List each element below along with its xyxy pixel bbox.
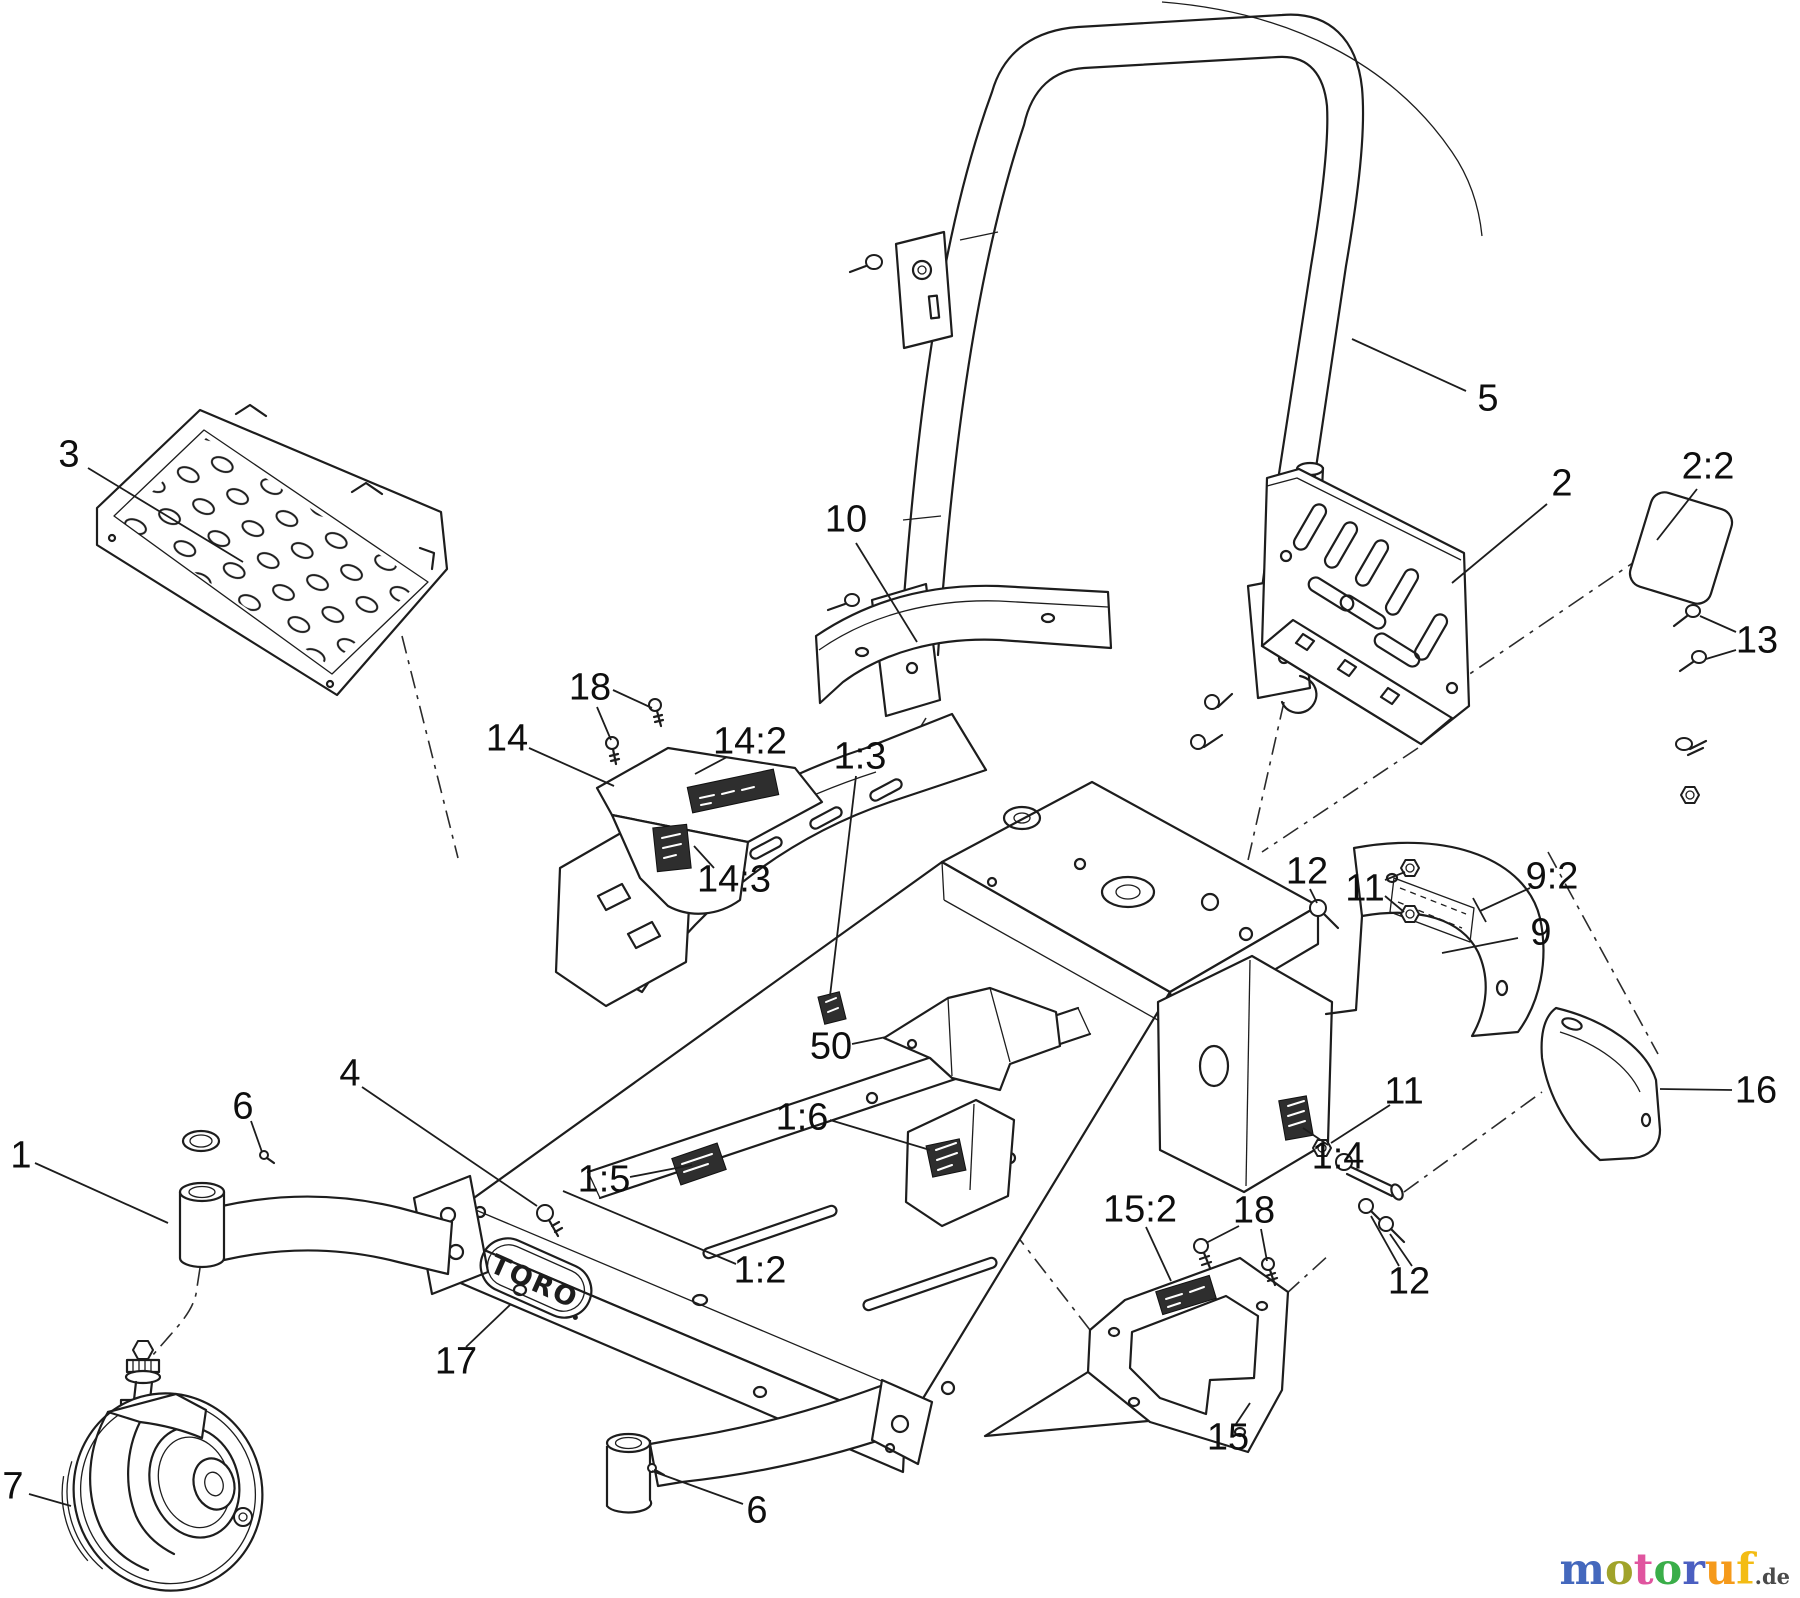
watermark-letter: u	[1704, 1545, 1737, 1595]
callout-label: 6	[232, 1085, 254, 1128]
part-heat-shield	[1260, 467, 1471, 746]
watermark-letter: m	[1559, 1545, 1605, 1595]
callout-label: 17	[434, 1340, 478, 1383]
callout-label: 16	[1734, 1069, 1778, 1112]
callout-label: 7	[2, 1465, 24, 1508]
callout-label: 14:3	[697, 858, 771, 901]
callout-label: 2	[1551, 462, 1573, 505]
watermark-letter: o	[1604, 1545, 1634, 1595]
watermark-letter: r	[1682, 1545, 1705, 1595]
watermark-letter: o	[1653, 1545, 1683, 1595]
callout-label: 15	[1206, 1416, 1250, 1459]
phantom-lines	[151, 555, 1659, 1357]
callout-label: 14:2	[713, 720, 787, 763]
part-caster-wheel	[61, 1340, 264, 1592]
part-caster-arm	[178, 1129, 454, 1276]
callout-label: 3	[58, 433, 80, 476]
callout-label: 6	[746, 1489, 768, 1532]
callout-label: 13	[1735, 619, 1779, 662]
callout-label: 4	[339, 1052, 361, 1095]
callout-label: 5	[1477, 377, 1499, 420]
callout-label: 18	[568, 666, 612, 709]
watermark-letter: f	[1736, 1545, 1755, 1595]
motoruf-watermark-logo: motoruf.de	[1559, 1549, 1790, 1592]
callout-label: 18	[1232, 1189, 1276, 1232]
fasteners-right	[1672, 604, 1708, 804]
callout-label: 1:5	[577, 1158, 631, 1201]
callout-leader-lines	[28, 338, 1737, 1507]
part-support-channel	[814, 584, 1113, 705]
watermark-word: motoruf	[1559, 1545, 1754, 1595]
watermark-suffix: .de	[1754, 1564, 1790, 1589]
callout-label: 15:2	[1103, 1188, 1177, 1231]
callout-label: 9	[1530, 911, 1552, 954]
part-bumper-end	[1312, 1006, 1662, 1244]
callout-label: 11	[1345, 867, 1385, 910]
callout-label: 14	[485, 717, 529, 760]
callout-label: 1	[10, 1134, 32, 1177]
callout-label: 12	[1285, 850, 1329, 893]
callout-label: 1:6	[775, 1096, 829, 1139]
part-bracket-14	[595, 698, 824, 915]
callout-label: 9:2	[1525, 855, 1579, 898]
callout-label: 11	[1384, 1070, 1424, 1113]
callout-label: 50	[809, 1025, 853, 1068]
part-bracket-50	[882, 986, 1062, 1092]
part-decal-plate	[1628, 491, 1734, 605]
part-floor-plate	[95, 403, 449, 697]
callout-label: 1:4	[1311, 1135, 1365, 1178]
callout-label: 1:3	[833, 735, 887, 778]
callout-label: 10	[824, 498, 868, 541]
callout-label: 2:2	[1681, 445, 1735, 488]
callout-label: 12	[1387, 1260, 1431, 1303]
callout-label: 1:2	[733, 1249, 787, 1292]
part-skid-plate	[983, 1238, 1290, 1454]
watermark-letter: t	[1633, 1545, 1654, 1595]
